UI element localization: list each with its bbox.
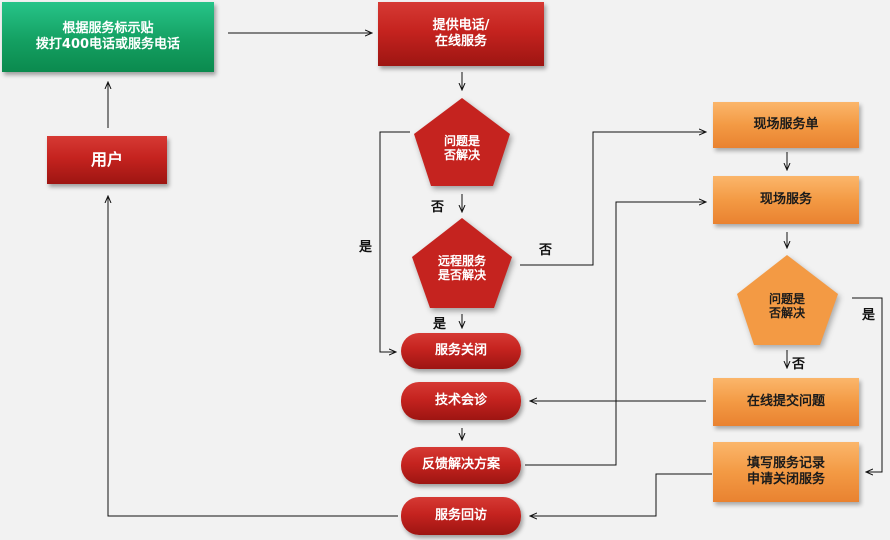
submit-online-node: 在线提交问题: [713, 378, 859, 426]
label-yes-left: 是: [359, 240, 373, 255]
pentagon-resolved-2: [737, 255, 838, 345]
resolved-2-text: 问题是 否解决: [768, 292, 805, 321]
fill-record-node: 填写服务记录 申请关闭服务: [713, 442, 859, 502]
label-no-2: 否: [792, 357, 806, 372]
tech-consult-node: 技术会诊: [401, 382, 521, 420]
onsite-order-node: 现场服务单: [713, 102, 859, 148]
arrow-feedback-to-service: [525, 202, 706, 466]
arrow-record-to-visit: [530, 473, 712, 516]
pentagon-remote-resolved: [412, 218, 512, 308]
onsite-service-node: 现场服务: [713, 176, 859, 224]
phone-service-node: 提供电话/ 在线服务: [378, 2, 544, 66]
remote-resolved-text: 远程服务 是否解决: [437, 254, 486, 283]
user-node: 用户: [47, 136, 167, 184]
label-yes-remote: 是: [433, 317, 447, 332]
arrow-remote-no: [520, 132, 706, 266]
label-no-1: 否: [431, 200, 445, 215]
feedback-solution-node: 反馈解决方案: [401, 447, 521, 484]
arrow-resolved-yes: [379, 131, 410, 352]
resolved-1-text: 问题是 否解决: [443, 134, 480, 163]
return-visit-node: 服务回访: [401, 497, 521, 535]
dial-node: 根据服务标示贴 拨打400电话或服务电话: [2, 2, 214, 72]
label-yes-right: 是: [862, 308, 876, 323]
label-no-remote: 否: [539, 243, 553, 258]
pentagon-resolved-1: [414, 98, 510, 186]
close-service-node: 服务关闭: [401, 333, 521, 369]
arrow-resolved2-yes: [852, 297, 883, 472]
arrow-visit-to-user: [108, 196, 398, 517]
